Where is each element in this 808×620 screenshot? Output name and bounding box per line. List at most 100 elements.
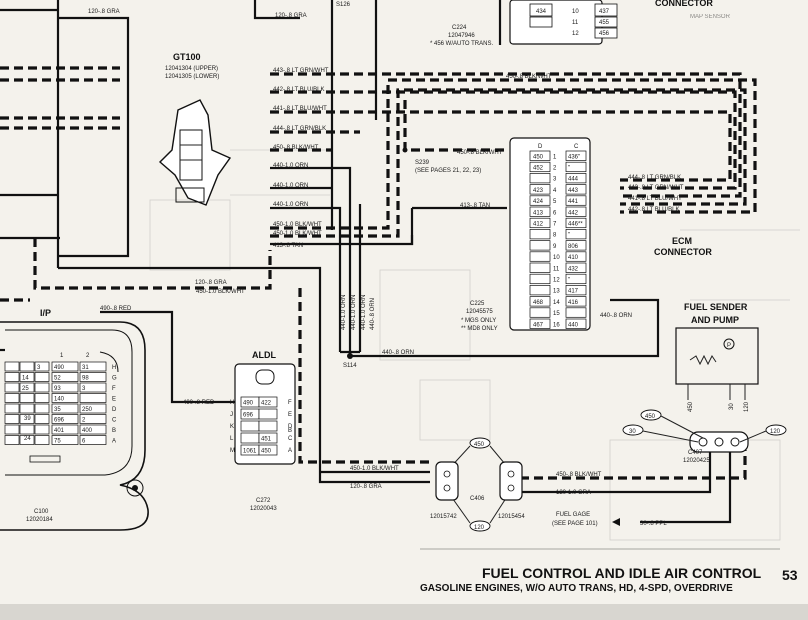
ecm-pin-cell-c [565,251,587,262]
ip-grid-cell [79,372,107,382]
ecm-pin-c: " [568,278,570,284]
c224-row3-right: 456 [599,31,610,37]
ecm-pin-c: 416 [568,300,579,306]
aldl-cell-right [258,420,278,432]
c406-left-part: 12015742 [430,514,457,520]
ecm-pin-num: 16 [553,322,560,328]
ecm-pin-c: 806 [568,244,579,250]
ecm-pin-cell-c [565,217,587,229]
c224-row1-left: 434 [536,9,547,15]
wire-blk-left: 450-1.0 BLK/WHT [350,466,399,472]
c407-pin-450: 450 [645,414,656,420]
ip-grid-text: 31 [82,365,89,371]
vertical-wire-1: 440-1.0 ORN [351,295,357,330]
ip-grid-cell [79,435,107,445]
c100-part: 12020184 [26,517,53,523]
mid-wire-0: 443-.8 LT GRN/WHT [273,68,329,74]
ecm-pin-d: 413 [533,210,544,216]
ecm-pin-cell-c [565,150,587,161]
ip-grid-cell [51,372,79,382]
fuel-gage-wire: 30-.8 PPL [640,521,667,527]
ecm-pin-c: 441 [568,199,579,205]
ecm-pin-cell-c [565,240,587,251]
c224-row2-right: 455 [599,20,610,26]
bottom-wire-labels: 450-1.0 BLK/WHT 120-.8 GRA 450-.8 BLK/WH… [350,466,602,496]
vertical-orn-labels: 440-1.0 ORN 440-1.0 ORN 440-1.0 ORN 440-… [341,295,414,369]
c224-name: C224 [452,25,467,31]
splice-s126-label: S126 [336,2,351,8]
ip-grid-text: B [112,428,116,434]
mid-wire-1: 442-.8 LT BLU/BLK [273,87,324,93]
ip-left-num-39: 39 [24,416,31,422]
mid-wire-2: 441-.8 LT BLU/WHT [273,106,327,112]
solid-wires [0,0,732,524]
aldl-letter-left: K [230,424,234,430]
aldl-letter-left: M [230,448,235,454]
aldl-pin-left: 1061 [243,449,257,455]
ecm-pin-cell-d [529,206,551,217]
ecm-pin-cell-d [529,150,551,161]
ip-grid-cell [51,435,79,445]
c407-connector: 450 30 120 C407 12020425 [622,409,787,464]
map-sensor-label: MAP SENSOR [690,14,731,20]
ecm-pin-cell-d [529,251,551,262]
mid-wire-9: 450-1.0 BLK/WHT [273,231,322,237]
ip-grid-cell [79,424,107,435]
wire-tan: 413-.8 TAN [460,203,490,209]
ecm-col-d: D [538,144,543,150]
ecm-pin-d: 450 [533,154,544,160]
ecm-pin-cell-d [529,307,551,318]
ip-grid-cell [34,435,50,445]
wire-441: 441-.8 LT BLU/WHT [628,196,682,202]
ip-grid-cell [34,424,50,435]
ecm-pin-cell-d [529,184,551,195]
vertical-wire-2: 440-1.0 ORN [361,295,367,330]
ip-grid-cell [19,403,35,414]
c224-row1-right: 437 [599,9,610,15]
mid-wire-4: 450-.8 BLK/WHT [273,145,319,151]
fuel-gage-label: FUEL GAGE [556,512,590,518]
ecm-pin-c: 436" [568,154,580,160]
aldl-letter-right: F [288,400,292,406]
ip-grid-text: 93 [54,386,61,392]
c224-connector: 10 434 437 11 455 12 456 C224 12047946 *… [430,0,618,47]
ecm-pin-num: 12 [553,278,560,284]
ip-grid-cell [19,382,35,393]
ip-grid-text: 35 [54,407,61,413]
s114-label: S114 [343,363,357,369]
ip-grid-cell [4,393,20,403]
page-number: 53 [782,567,798,583]
gt100-connector: GT100 12041304 (UPPER) 12041305 (LOWER) [158,52,232,206]
ip-grid-text: 401 [54,428,65,434]
aldl-pin-left: 490 [243,401,254,407]
ip-col-num-2: 2 [86,353,90,359]
ip-grid-cell [4,414,20,424]
ip-grid-text: F [112,386,116,392]
ip-grid-text: A [112,439,116,445]
aldl-letter-b: B [288,428,292,434]
dashed-wires [0,66,757,480]
ecm-pin-cell-c [565,173,587,184]
c406-right-part: 12015454 [498,514,525,520]
wire-blk-wht-s239: 450-.8 BLK/WHT [457,150,503,156]
ip-grid-cell [4,424,20,435]
ip-grid-cell [34,403,50,414]
ecm-pin-cell-d [529,217,551,229]
ecm-pin-num: 15 [553,311,560,317]
ip-grid-cell [34,414,50,424]
c224-row3-num: 12 [572,31,579,37]
ip-left-num-24: 24 [24,436,31,442]
ecm-pin-c: 444 [568,177,579,183]
wire-label-gra-2: 120-.8 GRA [275,13,307,19]
aldl-letter-left: L [230,436,234,442]
ip-grid-text: 14 [22,376,29,382]
ecm-pin-cell-d [529,273,551,285]
ecm-pin-num: 2 [553,166,557,172]
aldl-cell-right [258,432,278,444]
ip-grid-text: 400 [82,428,93,434]
ecm-pin-num: 7 [553,222,557,228]
ecm-pin-num: 10 [553,255,560,261]
ip-grid-cell [79,393,107,403]
